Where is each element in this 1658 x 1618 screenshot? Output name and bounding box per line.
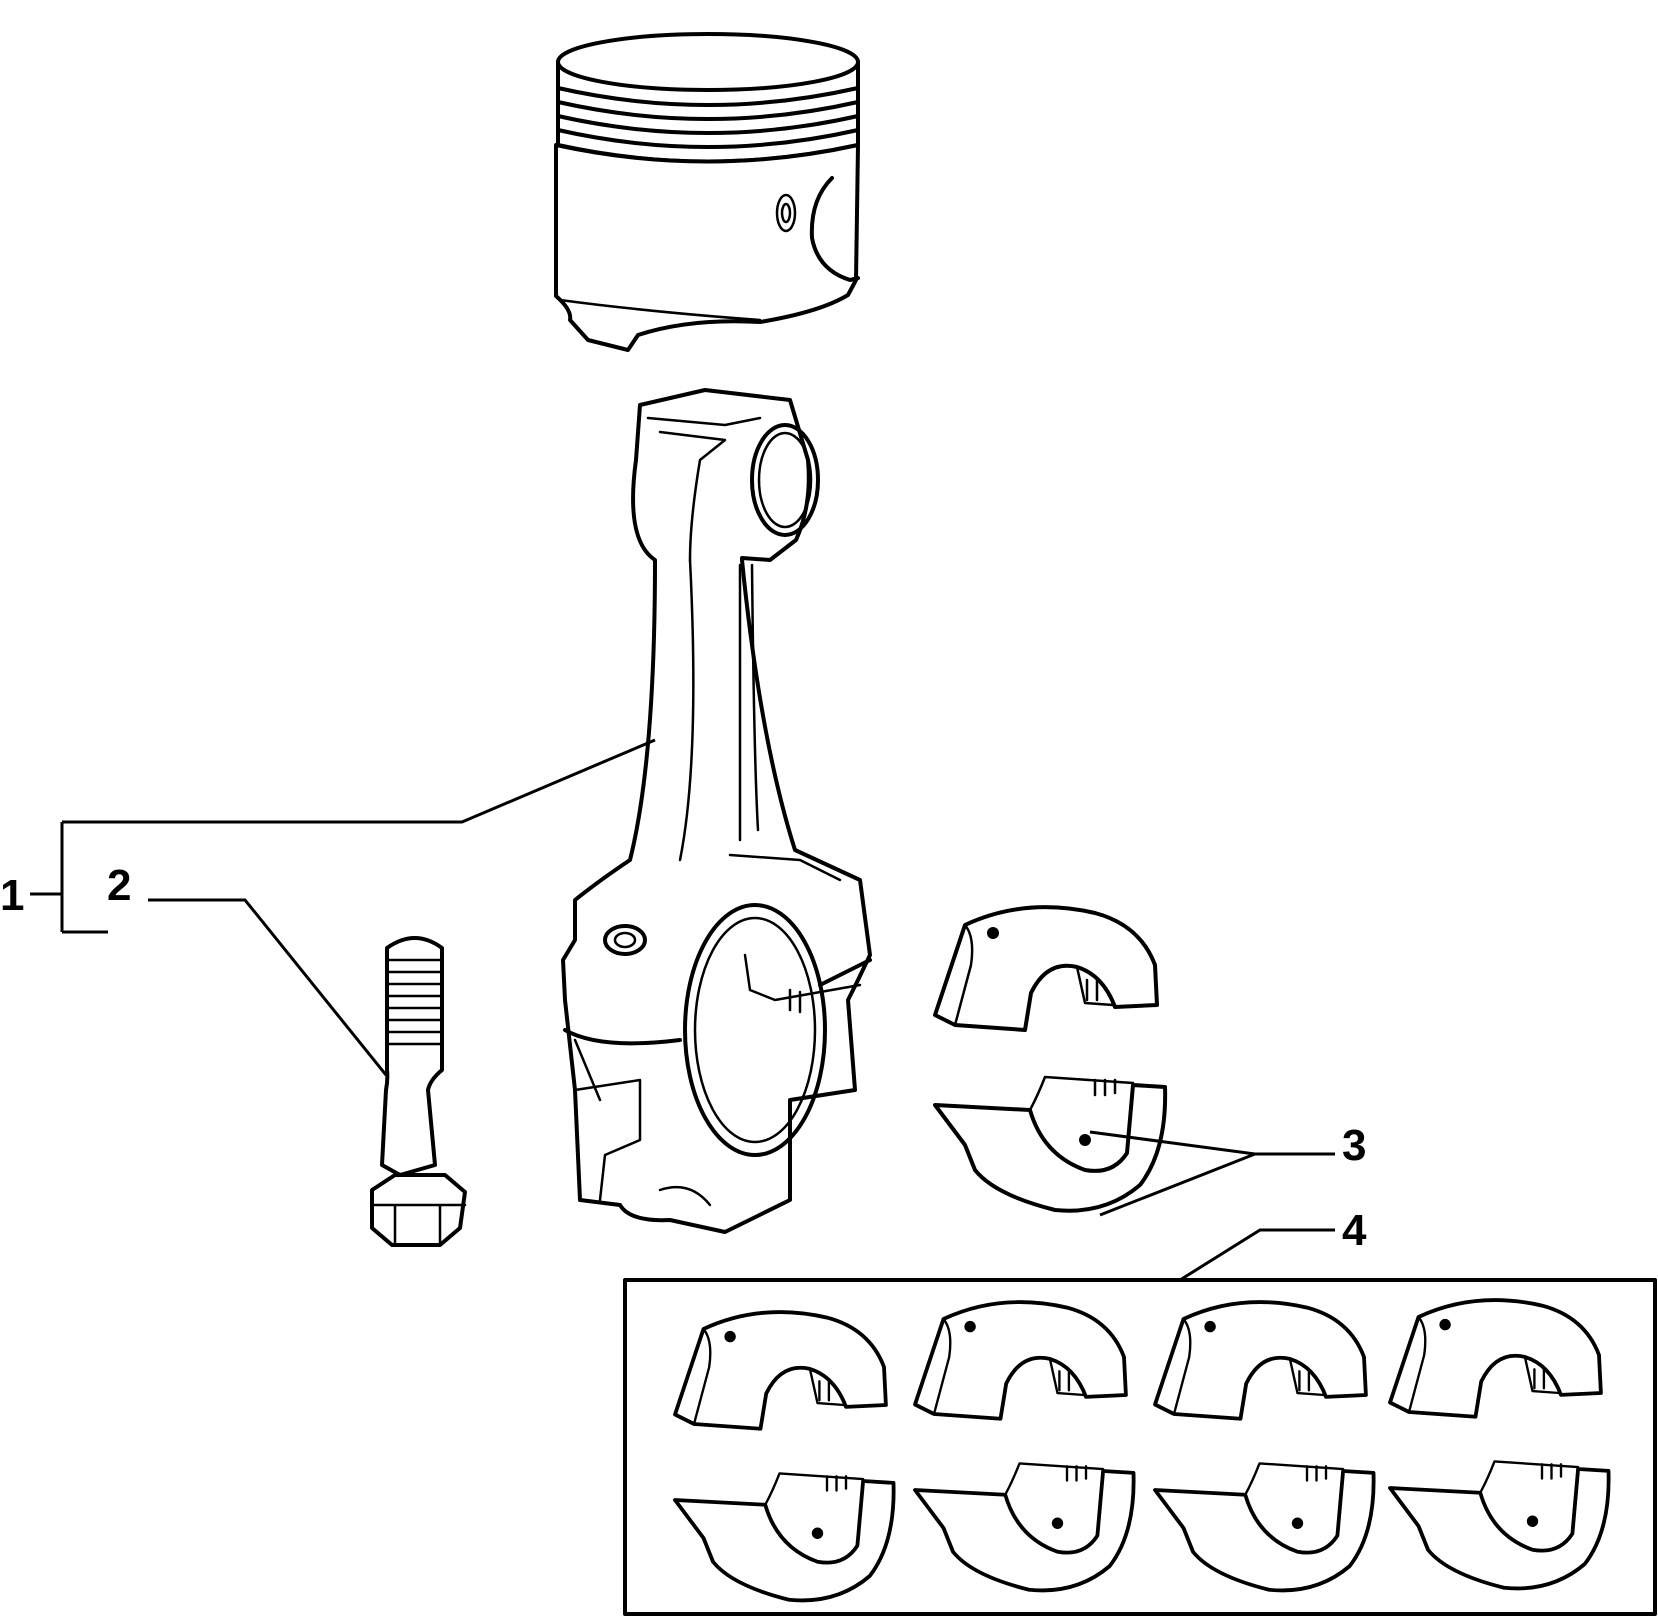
- bearing-shell-set-2: [913, 1300, 1136, 1593]
- piston: [554, 32, 860, 352]
- bearing-shell-pair: [933, 905, 1168, 1213]
- leader-4: [1179, 1228, 1335, 1282]
- leader-1: [30, 738, 656, 934]
- callout-3: 3: [1342, 1121, 1366, 1170]
- leader-3: [1089, 1130, 1335, 1217]
- callout-1: 1: [0, 871, 24, 920]
- rod-bolt: [370, 936, 467, 1247]
- bearing-shell-set-3: [1153, 1300, 1376, 1593]
- bearing-kit-box: [623, 1278, 1657, 1616]
- bearing-shell-set-1: [673, 1310, 896, 1603]
- callout-4: 4: [1342, 1206, 1367, 1255]
- connecting-rod: [561, 388, 872, 1234]
- bearing-shell-set-4: [1388, 1298, 1611, 1591]
- callout-2: 2: [107, 861, 131, 910]
- leader-2: [148, 898, 388, 1076]
